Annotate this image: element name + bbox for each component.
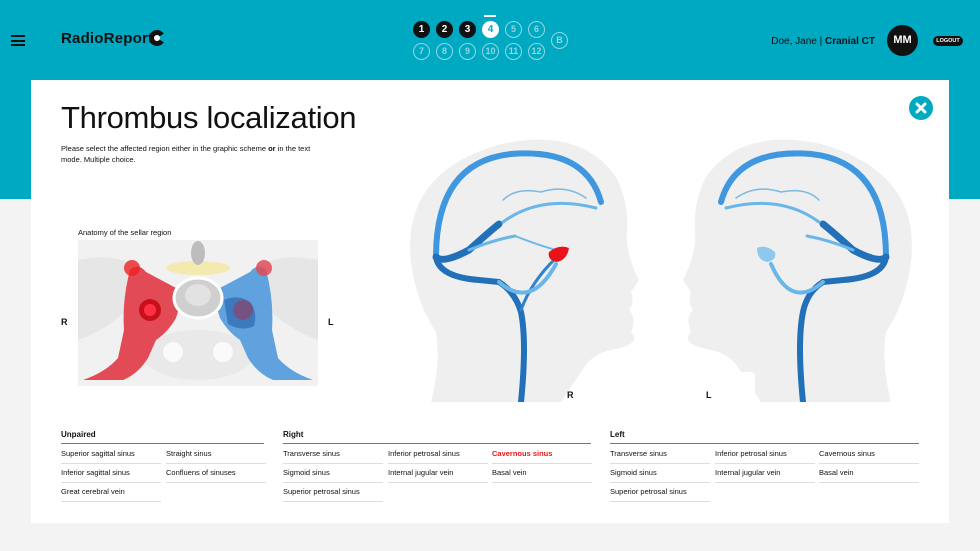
instruction-text: Please select the affected region either… bbox=[61, 143, 331, 165]
step-5[interactable]: 5 bbox=[505, 21, 522, 38]
step-8[interactable]: 8 bbox=[436, 43, 453, 60]
sigmoid-sinus-l[interactable] bbox=[820, 254, 889, 285]
superior-petrosal-sinus-l[interactable] bbox=[769, 262, 825, 295]
step-navigator: 1 2 3 4 5 6 7 8 9 10 11 12 B bbox=[410, 15, 570, 63]
step-2[interactable]: 2 bbox=[436, 21, 453, 38]
sellar-anatomy-diagram[interactable] bbox=[78, 240, 318, 386]
current-step-marker bbox=[484, 15, 496, 17]
option-right-inferior-petrosal-sinus[interactable]: Inferior petrosal sinus bbox=[388, 445, 488, 464]
step-9[interactable]: 9 bbox=[459, 43, 476, 60]
menu-icon[interactable] bbox=[11, 35, 25, 46]
option-unpaired-confluens-of-sinuses[interactable]: Confluens of sinuses bbox=[166, 464, 266, 483]
step-7[interactable]: 7 bbox=[413, 43, 430, 60]
option-right-superior-petrosal-sinus[interactable]: Superior petrosal sinus bbox=[283, 483, 383, 502]
page-title: Thrombus localization bbox=[61, 100, 357, 135]
anatomy-right-label: R bbox=[61, 317, 68, 327]
straight-sinus-r[interactable] bbox=[467, 234, 517, 252]
left-header: Left bbox=[610, 430, 625, 439]
sigmoid-sinus-r[interactable] bbox=[433, 254, 502, 285]
unpaired-divider bbox=[61, 443, 264, 444]
step-10[interactable]: 10 bbox=[482, 43, 499, 60]
option-unpaired-great-cerebral-vein[interactable]: Great cerebral vein bbox=[61, 483, 161, 502]
right-cavernous-sinus[interactable] bbox=[83, 266, 179, 380]
cavernous-sinus-l[interactable] bbox=[757, 246, 776, 262]
head-left-tab bbox=[695, 372, 755, 402]
cavernous-sinus-r-selected[interactable] bbox=[548, 246, 569, 262]
option-right-cavernous-sinus[interactable]: Cavernous sinus bbox=[492, 445, 592, 464]
head-venous-diagram[interactable] bbox=[391, 132, 931, 402]
head-right-label: R bbox=[567, 390, 574, 400]
step-6[interactable]: 6 bbox=[528, 21, 545, 38]
anatomy-caption: Anatomy of the sellar region bbox=[78, 228, 172, 237]
logo-icon bbox=[149, 30, 168, 46]
superior-sagittal-sinus-l[interactable] bbox=[718, 150, 889, 260]
option-left-basal-vein[interactable]: Basal vein bbox=[819, 464, 919, 483]
main-card: Thrombus localization Please select the … bbox=[31, 80, 949, 523]
option-left-inferior-petrosal-sinus[interactable]: Inferior petrosal sinus bbox=[715, 445, 815, 464]
step-b[interactable]: B bbox=[551, 32, 568, 49]
avatar[interactable]: MM bbox=[887, 25, 918, 56]
logo-text: RadioReport bbox=[61, 30, 154, 47]
step-11[interactable]: 11 bbox=[505, 43, 522, 60]
patient-info: Doe, Jane | Cranial CT bbox=[771, 36, 875, 47]
option-left-sigmoid-sinus[interactable]: Sigmoid sinus bbox=[610, 464, 710, 483]
instruction-bold: or bbox=[268, 144, 276, 153]
head-left-label: L bbox=[706, 390, 712, 400]
pituitary-stalk bbox=[191, 241, 205, 265]
left-cavernous-sinus[interactable] bbox=[217, 266, 313, 380]
patient-name: Doe, Jane bbox=[771, 36, 817, 47]
close-button[interactable] bbox=[909, 96, 933, 120]
option-right-basal-vein[interactable]: Basal vein bbox=[492, 464, 592, 483]
instruction-part: in the text mode. Multiple choice. bbox=[61, 144, 311, 164]
option-left-superior-petrosal-sinus[interactable]: Superior petrosal sinus bbox=[610, 483, 710, 502]
option-right-transverse-sinus[interactable]: Transverse sinus bbox=[283, 445, 383, 464]
inferior-sagittal-sinus-l[interactable] bbox=[724, 201, 821, 224]
option-right-sigmoid-sinus[interactable]: Sigmoid sinus bbox=[283, 464, 383, 483]
option-left-cavernous-sinus[interactable]: Cavernous sinus bbox=[819, 445, 919, 464]
logout-button[interactable]: LOGOUT bbox=[933, 36, 963, 46]
left-divider bbox=[610, 443, 919, 444]
anatomy-left-label: L bbox=[328, 317, 334, 327]
option-unpaired-superior-sagittal-sinus[interactable]: Superior sagittal sinus bbox=[61, 445, 161, 464]
optic-chiasm bbox=[166, 261, 230, 275]
step-4[interactable]: 4 bbox=[482, 21, 499, 38]
option-left-transverse-sinus[interactable]: Transverse sinus bbox=[610, 445, 710, 464]
inferior-petrosal-sinus-r[interactable] bbox=[519, 256, 558, 312]
option-right-internal-jugular-vein[interactable]: Internal jugular vein bbox=[388, 464, 488, 483]
step-1[interactable]: 1 bbox=[413, 21, 430, 38]
head-right-tab bbox=[579, 372, 627, 402]
option-unpaired-straight-sinus[interactable]: Straight sinus bbox=[166, 445, 266, 464]
right-header: Right bbox=[283, 430, 304, 439]
option-unpaired-inferior-sagittal-sinus[interactable]: Inferior sagittal sinus bbox=[61, 464, 161, 483]
close-icon bbox=[915, 102, 927, 114]
superior-sagittal-sinus-r[interactable] bbox=[433, 150, 604, 260]
inferior-sagittal-sinus-r[interactable] bbox=[501, 201, 598, 224]
unpaired-header: Unpaired bbox=[61, 430, 96, 439]
instruction-part: Please select the affected region either… bbox=[61, 144, 269, 153]
exam-type: Cranial CT bbox=[824, 36, 875, 47]
right-divider bbox=[283, 443, 591, 444]
superior-petrosal-sinus-r[interactable] bbox=[497, 262, 558, 295]
step-3[interactable]: 3 bbox=[459, 21, 476, 38]
option-left-internal-jugular-vein[interactable]: Internal jugular vein bbox=[715, 464, 815, 483]
straight-sinus-l[interactable] bbox=[805, 234, 855, 252]
step-12[interactable]: 12 bbox=[528, 43, 545, 60]
